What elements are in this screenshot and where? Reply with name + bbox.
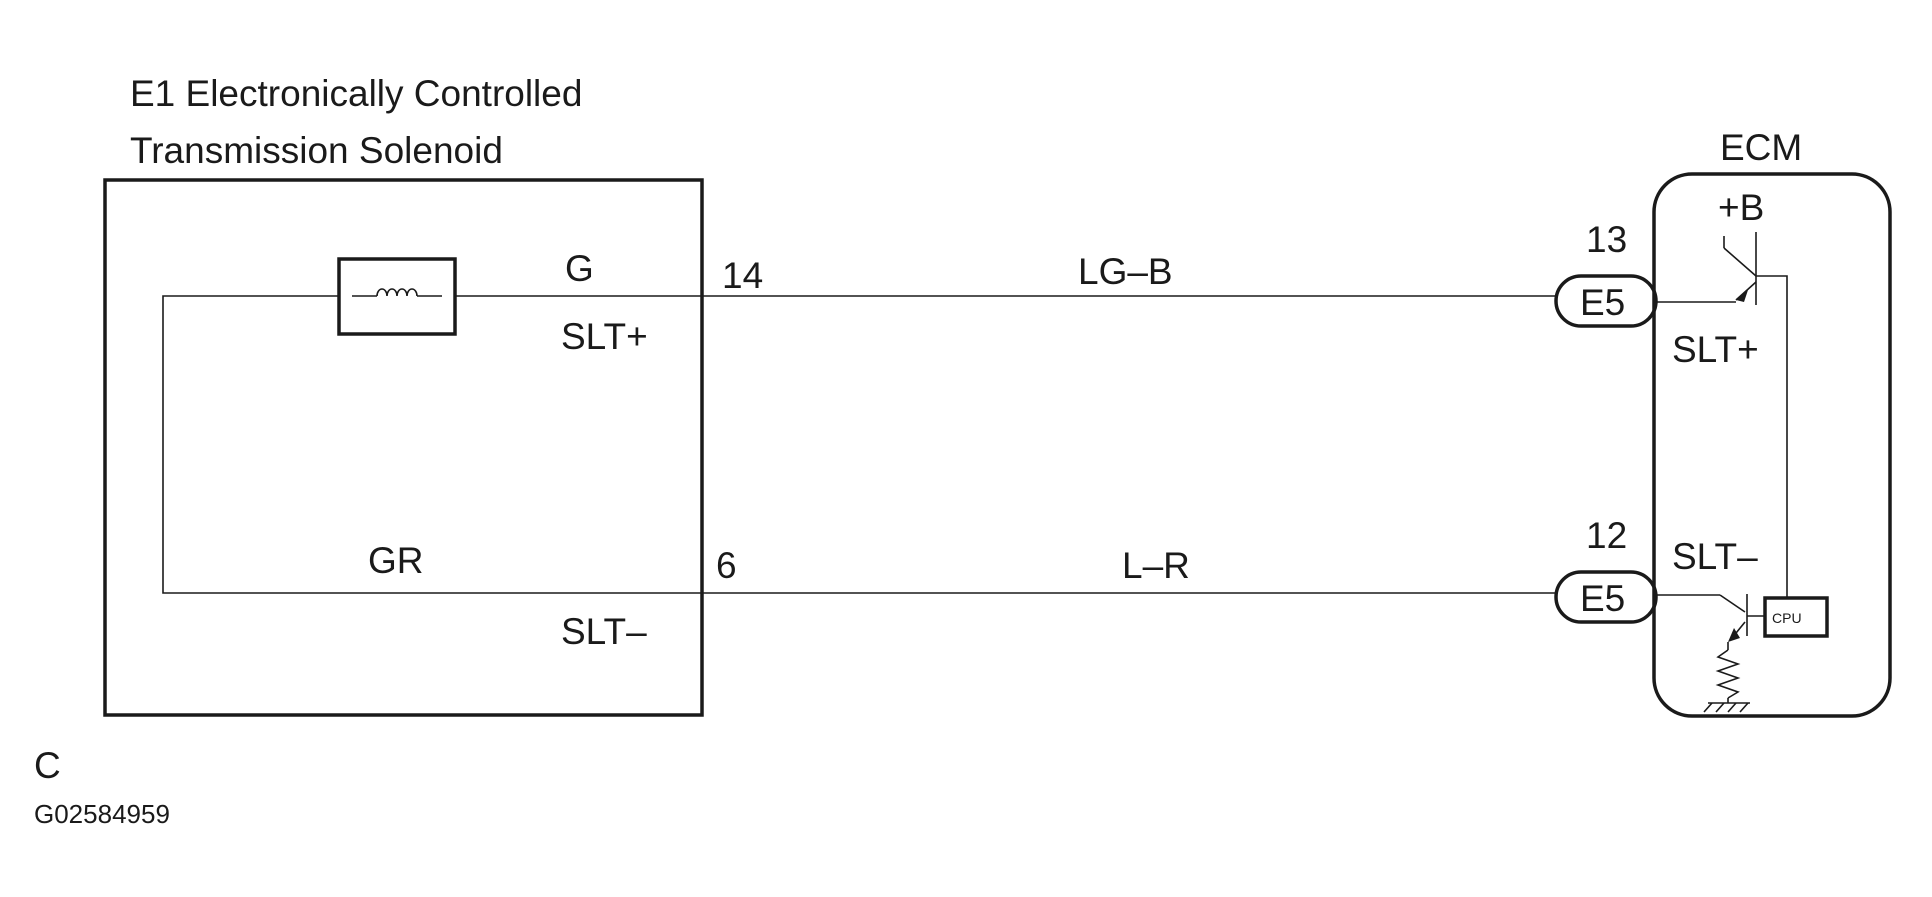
figure-id: G02584959 (34, 799, 170, 829)
coil-icon (337, 257, 457, 336)
ecm-box (1652, 172, 1892, 718)
solenoid-title-line2: Transmission Solenoid (130, 130, 503, 171)
harness-color-bottom: L–R (1122, 545, 1190, 586)
ecm-power-label: +B (1718, 187, 1764, 228)
ecm-connector-bottom (1554, 570, 1658, 624)
resistor-icon (1715, 642, 1741, 703)
ecm-pin-bottom: 12 (1586, 515, 1627, 556)
upper-transistor-icon (1656, 232, 1788, 558)
ecm-title: ECM (1720, 127, 1802, 168)
ecm-pin-top: 13 (1586, 219, 1627, 260)
solenoid-box (103, 178, 704, 717)
cpu-label: CPU (1772, 610, 1802, 626)
ecm-terminal-bottom: SLT– (1672, 536, 1758, 577)
solenoid-terminal-top: SLT+ (561, 316, 648, 357)
solenoid-terminal-bottom: SLT– (561, 611, 647, 652)
solenoid-wire-color-top: G (565, 248, 594, 289)
ecm-connector-top (1554, 274, 1658, 328)
footer-letter: C (34, 745, 61, 786)
ecm-connector-top-label: E5 (1580, 282, 1625, 323)
ecm-connector-bottom-label: E5 (1580, 578, 1625, 619)
harness-pin-top: 14 (722, 255, 763, 296)
lower-transistor-icon (1656, 594, 1765, 642)
harness-color-top: LG–B (1078, 251, 1173, 292)
ground-icon (1703, 702, 1750, 713)
ecm-terminal-top: SLT+ (1672, 329, 1759, 370)
solenoid-internal-wire (162, 295, 702, 594)
solenoid-title-line1: E1 Electronically Controlled (130, 73, 582, 114)
cpu-box (1763, 596, 1829, 638)
solenoid-wire-color-bottom: GR (368, 540, 424, 581)
harness-pin-bottom: 6 (716, 545, 737, 586)
